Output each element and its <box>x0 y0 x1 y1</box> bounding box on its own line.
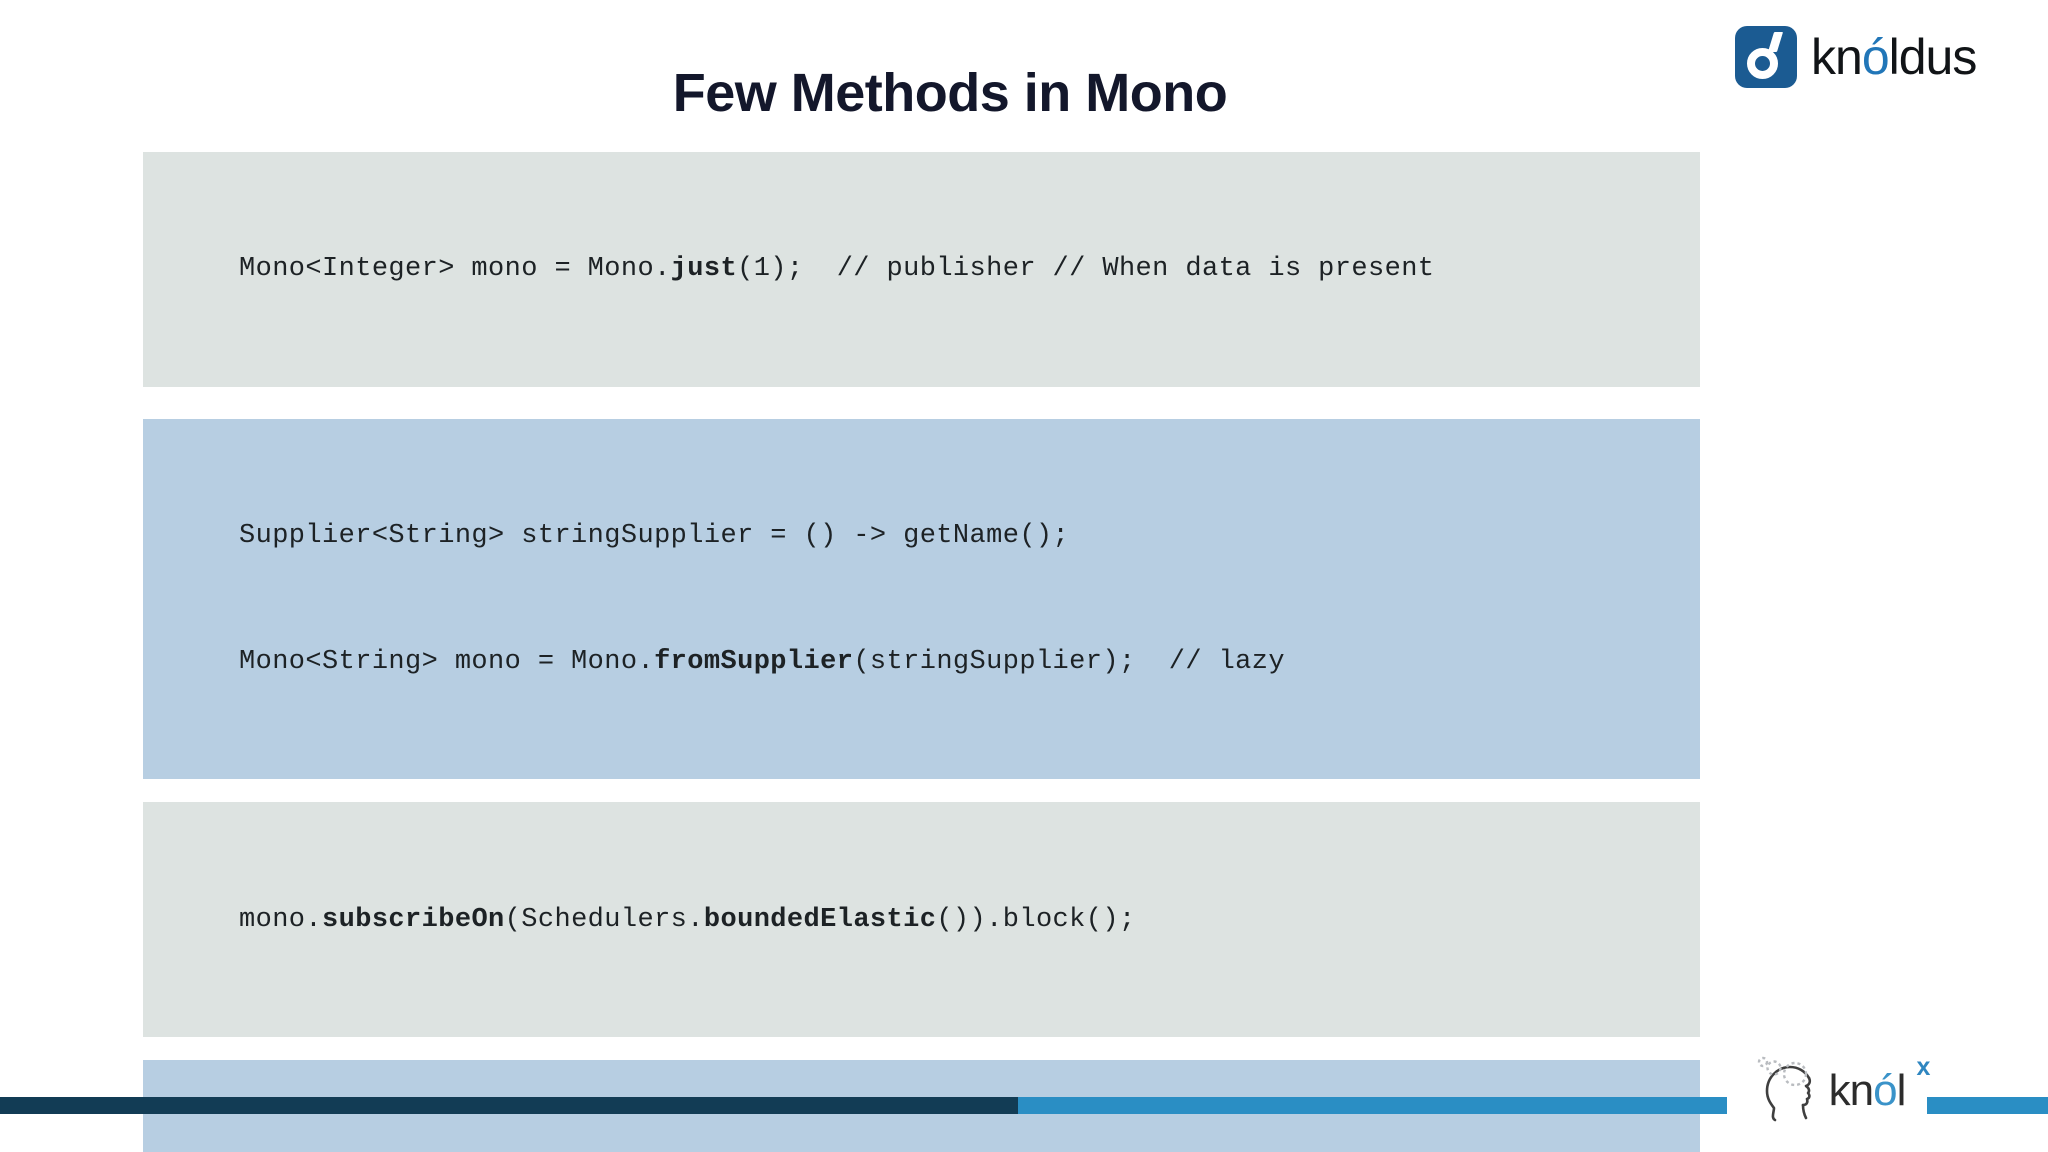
knolx-head-idea-icon <box>1749 1052 1827 1130</box>
code-block-stack: Mono<Integer> mono = Mono.just(1); // pu… <box>143 152 1700 1152</box>
code-block-subscribe-on: mono.subscribeOn(Schedulers.boundedElast… <box>143 802 1700 1037</box>
knolx-superscript: x <box>1916 1053 1930 1081</box>
knoldus-logo-icon <box>1735 26 1797 88</box>
knoldus-word-accent: ó <box>1861 29 1890 85</box>
knolx-word-accent: ó <box>1873 1066 1898 1115</box>
knolx-word-part2: l <box>1896 1066 1907 1115</box>
code-line: mono.subscribeOn(Schedulers.boundedElast… <box>239 904 1136 935</box>
code-line: Supplier<String> stringSupplier = () -> … <box>239 520 1070 551</box>
spacer <box>143 779 1700 802</box>
knoldus-word-part1: kn <box>1811 29 1863 85</box>
code-block-mono-just: Mono<Integer> mono = Mono.just(1); // pu… <box>143 152 1700 387</box>
footer-bar-dark <box>0 1097 1018 1114</box>
knolx-word-part1: kn <box>1828 1066 1874 1115</box>
knoldus-ring-shape <box>1747 48 1778 79</box>
knoldus-accent-shape <box>1767 32 1784 52</box>
knoldus-wordmark: knóldus <box>1811 29 1978 85</box>
code-line: Mono<Integer> mono = Mono.just(1); // pu… <box>239 254 1435 285</box>
spacer <box>143 1037 1700 1060</box>
code-block-mono-from-supplier: Supplier<String> stringSupplier = () -> … <box>143 418 1700 780</box>
page-title: Few Methods in Mono <box>672 63 1228 123</box>
spacer <box>143 387 1700 419</box>
code-line: Mono<String> mono = Mono.fromSupplier(st… <box>239 647 1285 678</box>
knoldus-word-part2: ldus <box>1888 29 1978 85</box>
knoldus-brand-logo: knóldus <box>1735 26 1978 88</box>
